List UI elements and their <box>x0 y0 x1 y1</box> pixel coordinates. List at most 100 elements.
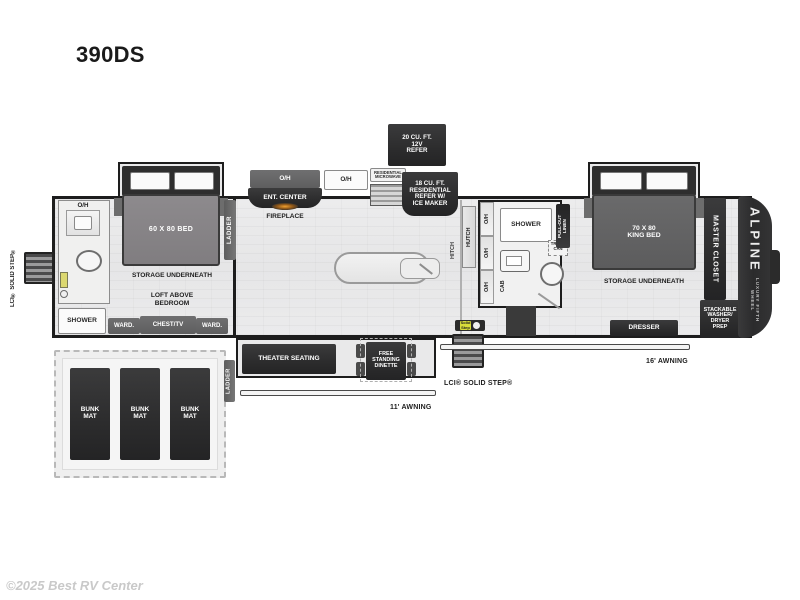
bunk-mat-3: BUNK MAT <box>170 368 210 460</box>
bunk-ladder-label: LADDER <box>225 368 232 394</box>
main-solid-step <box>452 334 484 368</box>
refer-option-12v-label: 20 CU. FT. 12V REFER <box>402 134 432 155</box>
front-chest-tv: CHEST/TV <box>140 316 196 334</box>
master-dresser: DRESSER <box>610 320 678 336</box>
badge-circle-icon <box>473 322 481 329</box>
bunk-ladder: LADDER <box>224 360 235 402</box>
living-overhead-cabinet: O/H <box>250 170 320 188</box>
hitch-label: HITCH <box>450 241 456 259</box>
front-ladder-label: LADDER <box>226 216 233 244</box>
bath-overhead-cabinet-3: O/H <box>480 270 494 304</box>
bunk-mat-1: BUNK MAT <box>70 368 110 460</box>
front-awning-bar <box>240 390 436 396</box>
page-title: 390DS <box>76 42 145 67</box>
bathroom-toilet <box>540 262 564 286</box>
front-bath-overhead-label: O/H <box>77 202 89 209</box>
front-wardrobe-right-label: WARD. <box>202 322 222 329</box>
rear-awning-label: 16' AWNING <box>646 358 688 365</box>
entertainment-center: ENT. CENTER <box>248 188 322 208</box>
dinette-outline <box>360 338 412 382</box>
front-bedroom-loft-label: LOFT ABOVE BEDROOM <box>150 292 194 307</box>
dinette-label: FREE STANDING DINETTE <box>372 351 400 369</box>
left-solid-step <box>24 252 54 284</box>
bathroom-vanity-sink <box>506 256 522 266</box>
bath-overhead-2-label: O/H <box>484 248 490 258</box>
main-solid-step-label: LCI® SOLID STEP® <box>444 380 513 387</box>
front-shower-label: SHOWER <box>67 316 97 324</box>
refer-option-12v: 20 CU. FT. 12V REFER <box>388 124 446 166</box>
kitchen-sink <box>400 258 440 279</box>
front-bed-pillow-right <box>174 172 214 190</box>
bunk-mat-2: BUNK MAT <box>120 368 160 460</box>
residential-microwave: RESIDENTIAL MICROWAVE <box>370 168 406 182</box>
washer-dryer-prep: STACKABLE WASHER/ DRYER PREP <box>700 300 740 338</box>
front-awning-label: 11' AWNING <box>390 404 432 411</box>
front-bath-door-knob <box>60 290 68 298</box>
alpine-nose-cap: ALPINE LUXURY FIFTH WHEEL <box>738 196 772 338</box>
bunk-mat-1-label: BUNK MAT <box>80 406 100 420</box>
front-bath-sink <box>74 216 92 230</box>
fireplace-label: FIREPLACE <box>266 213 304 220</box>
front-bed-pillow-left <box>130 172 170 190</box>
refer-option-residential: 18 CU. FT. RESIDENTIAL REFER W/ ICE MAKE… <box>402 172 458 216</box>
front-wardrobe-right: WARD. <box>196 318 228 334</box>
left-solid-step-label: LCI® SOLID STEP® <box>10 247 16 307</box>
dinette-table: FREE STANDING DINETTE <box>366 342 406 380</box>
bath-overhead-1-label: O/H <box>484 214 490 224</box>
front-ladder: LADDER <box>224 200 236 260</box>
front-bedroom-storage-label: STORAGE UNDERNEATH <box>132 272 212 279</box>
rear-awning-bar <box>440 344 690 350</box>
entertainment-center-label: ENT. CENTER <box>263 193 307 201</box>
bath-overhead-cabinet-2: O/H <box>480 236 494 270</box>
front-wardrobe-left-label: WARD. <box>114 322 134 329</box>
bunk-mat-2-label: BUNK MAT <box>130 406 150 420</box>
kitchen-overhead-cabinet: O/H <box>324 170 368 190</box>
front-bed-label: 60 X 80 BED <box>148 226 194 234</box>
bath-overhead-3-label: O/H <box>484 282 490 292</box>
master-closet: MASTER CLOSET <box>704 198 726 300</box>
rear-bumper <box>770 250 780 284</box>
master-bed-nub-left <box>584 198 592 218</box>
copyright-footer: ©2025 Best RV Center <box>6 578 143 593</box>
front-chest-tv-label: CHEST/TV <box>152 320 184 328</box>
kitchen-range <box>370 184 406 206</box>
hitch-line <box>460 200 462 334</box>
bunk-mat-3-label: BUNK MAT <box>180 406 200 420</box>
theater-seating: THEATER SEATING <box>242 344 336 374</box>
bathroom-shower-label: SHOWER <box>511 220 541 228</box>
alpine-brand-label: ALPINE <box>747 207 763 273</box>
master-bed-nub-right <box>696 198 704 218</box>
washer-dryer-prep-label: STACKABLE WASHER/ DRYER PREP <box>703 306 737 330</box>
bath-overhead-cabinet-1: O/H <box>480 202 494 236</box>
bathroom-cab-label: CAB <box>500 280 506 292</box>
theater-seating-label: THEATER SEATING <box>258 354 320 362</box>
kitchen-overhead-label: O/H <box>340 175 352 183</box>
entry-door <box>506 306 536 336</box>
hutch-label: HUTCH <box>466 227 472 247</box>
master-bed-pillow-right <box>646 172 688 190</box>
front-bath-toilet <box>76 250 102 272</box>
alpine-brand-sub: LUXURY FIFTH WHEEL <box>750 278 760 323</box>
microwave-label: RESIDENTIAL MICROWAVE <box>374 169 402 179</box>
master-bed-pillow-left <box>600 172 642 190</box>
alpine-brand: ALPINE LUXURY FIFTH WHEEL <box>748 207 763 327</box>
pull-out-linen-label: PULL-OUT LINEN <box>557 214 567 238</box>
master-king-bed: 70 X 80 KING BED <box>592 194 696 270</box>
front-bed: 60 X 80 BED <box>122 194 220 266</box>
bathroom-shower: SHOWER <box>500 208 552 242</box>
living-overhead-label: O/H <box>279 174 291 182</box>
pull-out-linen: PULL-OUT LINEN <box>556 204 570 248</box>
hutch <box>462 206 476 268</box>
master-dresser-label: DRESSER <box>628 323 660 331</box>
front-wardrobe-left: WARD. <box>108 318 140 334</box>
front-bed-nub-left <box>114 198 122 216</box>
front-bath-fixture <box>60 272 68 288</box>
front-shower: SHOWER <box>58 308 106 334</box>
front-bath-overhead-cabinet <box>66 210 100 236</box>
fireplace-glow <box>272 203 298 210</box>
master-closet-label: MASTER CLOSET <box>711 215 719 283</box>
master-king-bed-label: 70 X 80 KING BED <box>627 224 661 239</box>
